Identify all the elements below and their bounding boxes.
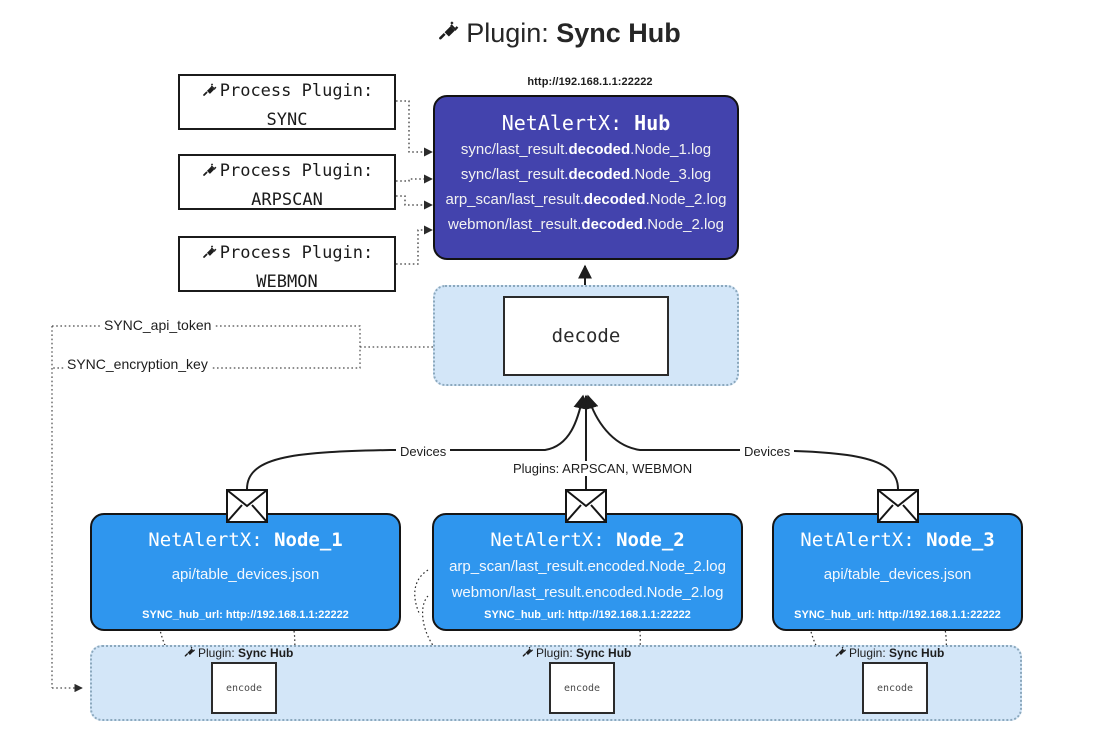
caption-name: Sync Hub (889, 646, 945, 660)
process-plugin-name: ARPSCAN (251, 190, 323, 210)
hub-title-name: Hub (634, 111, 671, 135)
caption-name: Sync Hub (238, 646, 294, 660)
node-card-node-2[interactable]: NetAlertX: Node_2 arp_scan/last_result.e… (432, 513, 743, 631)
node-title-name: Node_1 (274, 529, 343, 551)
node-title-prefix: NetAlertX: (800, 529, 927, 551)
node-title-prefix: NetAlertX: (148, 529, 275, 551)
envelope-icon (565, 489, 607, 523)
process-plugin-line1: Process Plugin: (180, 240, 394, 269)
hub-log-line: webmon/last_result.decoded.Node_2.log (435, 212, 737, 237)
node-title-name: Node_3 (926, 529, 995, 551)
node-hub-url-footer: SYNC_hub_url: http://192.168.1.1:22222 (142, 609, 349, 621)
encode-box[interactable]: encode (211, 662, 277, 714)
caption-prefix: Plugin: (198, 646, 239, 660)
encode-plugin-caption: Plugin: Sync Hub (183, 645, 293, 662)
process-plugin-label: Process Plugin: (219, 81, 374, 101)
hub-log-pre: sync/last_result. (460, 166, 569, 183)
plug-icon (521, 646, 535, 662)
page-title: Plugin: Sync Hub (0, 16, 1117, 52)
process-plugin-box-sync[interactable]: Process Plugin: SYNC (178, 74, 396, 130)
title-prefix: Plugin: (466, 18, 557, 48)
hub-log-pre: webmon/last_result. (448, 216, 582, 233)
node-hub-url-footer: SYNC_hub_url: http://192.168.1.1:22222 (794, 609, 1001, 621)
node-log-line: webmon/last_result.encoded.Node_2.log (451, 584, 724, 601)
hub-log-line: sync/last_result.decoded.Node_3.log (435, 162, 737, 187)
node-title: NetAlertX: Node_1 (92, 527, 399, 554)
process-plugin-line1: Process Plugin: (180, 78, 394, 107)
node-card-node-1[interactable]: NetAlertX: Node_1 api/table_devices.json… (90, 513, 401, 631)
hub-title-prefix: NetAlertX: (501, 111, 635, 135)
hub-log-bold: decoded (568, 166, 631, 183)
edge-label-plugins: Plugins: ARPSCAN, WEBMON (509, 461, 697, 476)
process-plugin-line1: Process Plugin: (180, 158, 394, 187)
process-plugin-box-webmon[interactable]: Process Plugin: WEBMON (178, 236, 396, 292)
node-log-line: api/table_devices.json (823, 566, 972, 583)
plug-icon (201, 163, 219, 184)
hub-log-post: .Node_1.log (630, 141, 712, 158)
node-title-prefix: NetAlertX: (490, 529, 617, 551)
edge-label-devices-left: Devices (396, 444, 451, 459)
caption-name: Sync Hub (576, 646, 632, 660)
plug-icon (201, 245, 219, 266)
decode-box[interactable]: decode (503, 296, 669, 376)
hub-url-label: http://192.168.1.1:22222 (527, 76, 653, 88)
caption-prefix: Plugin: (536, 646, 577, 660)
sync-encryption-key-label: SYNC_encryption_key (64, 356, 211, 372)
node-title: NetAlertX: Node_3 (774, 527, 1021, 554)
encode-plugin-caption: Plugin: Sync Hub (834, 645, 944, 662)
plug-icon (183, 646, 197, 662)
hub-log-bold: decoded (583, 191, 646, 208)
node-log-line: arp_scan/last_result.encoded.Node_2.log (449, 558, 726, 575)
process-plugin-label: Process Plugin: (219, 161, 374, 181)
plug-icon (201, 83, 219, 104)
node-title-name: Node_2 (616, 529, 685, 551)
hub-log-pre: sync/last_result. (460, 141, 569, 158)
hub-log-bold: decoded (568, 141, 631, 158)
node-card-node-3[interactable]: NetAlertX: Node_3 api/table_devices.json… (772, 513, 1023, 631)
hub-log-line: arp_scan/last_result.decoded.Node_2.log (435, 187, 737, 212)
hub-log-post: .Node_3.log (630, 166, 712, 183)
edge-label-devices-right: Devices (740, 444, 795, 459)
process-plugin-name: SYNC (266, 110, 308, 130)
hub-log-post: .Node_2.log (643, 216, 724, 233)
hub-log-bold: decoded (581, 216, 644, 233)
process-plugin-box-arpscan[interactable]: Process Plugin: ARPSCAN (178, 154, 396, 210)
process-plugin-label: Process Plugin: (219, 243, 374, 263)
node-hub-url-footer: SYNC_hub_url: http://192.168.1.1:22222 (484, 609, 691, 621)
hub-log-post: .Node_2.log (645, 191, 727, 208)
hub-node[interactable]: NetAlertX: Hub sync/last_result.decoded.… (433, 95, 739, 260)
encode-box[interactable]: encode (862, 662, 928, 714)
hub-log-line: sync/last_result.decoded.Node_1.log (435, 137, 737, 162)
sync-api-token-label: SYNC_api_token (101, 317, 215, 333)
envelope-icon (226, 489, 268, 523)
title-name: Sync Hub (556, 18, 681, 48)
process-plugin-name: WEBMON (256, 272, 318, 292)
encode-plugin-caption: Plugin: Sync Hub (521, 645, 631, 662)
plug-icon (834, 646, 848, 662)
hub-log-pre: arp_scan/last_result. (445, 191, 584, 208)
envelope-icon (877, 489, 919, 523)
caption-prefix: Plugin: (849, 646, 890, 660)
node-log-line: api/table_devices.json (171, 566, 320, 583)
hub-title: NetAlertX: Hub (435, 109, 737, 137)
node-title: NetAlertX: Node_2 (434, 527, 741, 554)
plug-icon (436, 18, 462, 52)
encode-box[interactable]: encode (549, 662, 615, 714)
